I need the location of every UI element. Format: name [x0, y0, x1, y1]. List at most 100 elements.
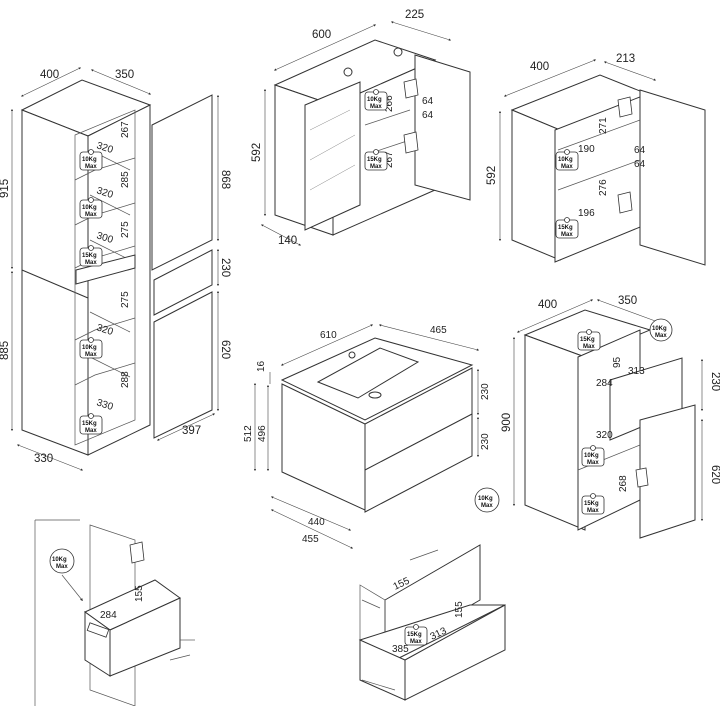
- svg-text:Max: Max: [85, 428, 97, 434]
- weight-icon: 15Kg Max: [79, 413, 103, 435]
- tall-shelf-height-2: 285: [120, 171, 131, 188]
- svg-text:Max: Max: [370, 164, 382, 170]
- mirror-door: [304, 81, 361, 231]
- svg-text:10Kg: 10Kg: [82, 345, 97, 351]
- tall-shelf-height-5: 288: [120, 371, 131, 388]
- detail-drawer-dim-1: 284: [100, 610, 117, 621]
- svg-text:10Kg: 10Kg: [82, 205, 97, 211]
- front-width-label: 397: [182, 425, 201, 437]
- weight-icon: 10Kg Max: [79, 149, 103, 171]
- svg-text:Max: Max: [587, 508, 599, 514]
- wall-gap-2: 64: [634, 159, 646, 170]
- side-door-height-label: 620: [709, 465, 720, 484]
- tall-shelf-height-3: 275: [120, 221, 131, 238]
- tall-base-depth-label: 330: [34, 453, 53, 465]
- vanity-height-total-label: 512: [243, 425, 254, 442]
- tall-shelf-depth-4: 320: [95, 322, 115, 338]
- svg-text:10Kg: 10Kg: [558, 157, 573, 163]
- svg-text:Max: Max: [85, 260, 97, 266]
- mirror-door-depth-label: 140: [278, 235, 297, 247]
- weight-icon: 10Kg Max: [555, 149, 579, 171]
- vanity-unit: 610 465 16 512 496 230 230 440 455 10Kg …: [243, 324, 500, 549]
- hinge-icon: [403, 78, 419, 99]
- weight-icon: 15Kg Max: [364, 149, 388, 171]
- weight-icon: 10Kg Max: [79, 337, 103, 359]
- hinge-icon: [617, 191, 633, 214]
- wall-shelf-height-2: 276: [598, 179, 609, 196]
- svg-text:15Kg: 15Kg: [367, 157, 382, 163]
- svg-text:15Kg: 15Kg: [82, 253, 97, 259]
- tall-front-panels: 868 230 620 397: [151, 94, 231, 441]
- detail-vanity-drawers: 155 155 313 385 15Kg Max: [358, 544, 506, 701]
- tall-shelf-depth-5: 330: [95, 397, 115, 413]
- svg-text:Max: Max: [655, 333, 667, 339]
- svg-text:Max: Max: [481, 503, 493, 509]
- tall-cabinet: 400 350 915 885 330 320 320 300 320 330 …: [0, 67, 152, 471]
- svg-text:15Kg: 15Kg: [584, 501, 599, 507]
- mirror-height-label: 592: [251, 143, 263, 162]
- side-cabinet: 400 350 900 230 620 284 313 95 320 268 1…: [501, 295, 720, 539]
- front-height-bottom-label: 620: [219, 340, 231, 359]
- tall-depth-label: 350: [115, 69, 134, 81]
- vanity-detail-dim-bottom-3: 385: [392, 644, 409, 655]
- detail-drawer-dim-2: 155: [134, 585, 145, 602]
- wall-height-label: 592: [486, 166, 498, 185]
- weight-icon: 15Kg Max: [79, 245, 103, 267]
- svg-text:Max: Max: [583, 344, 595, 350]
- weight-icon: 10Kg Max: [49, 548, 75, 574]
- weight-icon: 10Kg Max: [581, 445, 605, 467]
- side-drawer-height-label: 230: [709, 372, 720, 391]
- svg-text:Max: Max: [561, 164, 573, 170]
- svg-text:Max: Max: [85, 352, 97, 358]
- front-height-mid-label: 230: [219, 258, 231, 277]
- wall-shelf-depth-1: 190: [578, 144, 595, 155]
- svg-text:10Kg: 10Kg: [478, 496, 493, 502]
- side-drawer-inner-2: 313: [628, 366, 645, 377]
- svg-text:15Kg: 15Kg: [580, 337, 595, 343]
- wall-cabinet: 400 213 592 190 196 271 276 64 64 10Kg M…: [486, 53, 706, 266]
- wall-width-label: 400: [530, 61, 549, 73]
- front-height-top-label: 868: [219, 170, 231, 189]
- vanity-drawer-height-2: 230: [480, 433, 491, 450]
- weight-icon: 10Kg Max: [79, 197, 103, 219]
- svg-text:Max: Max: [370, 104, 382, 110]
- wall-depth-label: 213: [616, 53, 635, 65]
- vanity-base-width-1: 440: [308, 517, 325, 528]
- side-shelf-height: 268: [618, 475, 629, 492]
- side-shelf-depth: 320: [596, 430, 613, 441]
- vanity-drawer-height-1: 230: [480, 383, 491, 400]
- wall-shelf-depth-2: 196: [578, 208, 595, 219]
- svg-text:Max: Max: [56, 564, 68, 570]
- svg-text:15Kg: 15Kg: [407, 632, 422, 638]
- hinge-icon: [403, 131, 419, 154]
- vanity-height-body-label: 496: [257, 425, 268, 442]
- tall-shelf-height-4: 275: [120, 291, 131, 308]
- mirror-shelf-height-a: 266: [384, 95, 395, 112]
- weight-icon: 10Kg Max: [474, 487, 500, 513]
- mirror-shelf-height-b: 267: [384, 151, 395, 168]
- weight-icon: 10Kg Max: [649, 318, 673, 342]
- tall-shelf-depth-3: 300: [95, 230, 115, 246]
- vanity-top-thickness-label: 16: [256, 360, 267, 372]
- tall-width-label: 400: [40, 69, 59, 81]
- svg-text:Max: Max: [410, 639, 422, 645]
- svg-text:Max: Max: [85, 164, 97, 170]
- svg-text:10Kg: 10Kg: [82, 157, 97, 163]
- mirror-cabinet: 600 225 592 140 266 267 64 64 10Kg Max 1…: [251, 9, 471, 247]
- svg-text:Max: Max: [85, 212, 97, 218]
- side-drawer-inner-1: 284: [596, 378, 613, 389]
- mirror-width-label: 600: [312, 29, 331, 41]
- hinge-icon: [617, 96, 633, 118]
- vanity-base-width-2: 455: [302, 534, 319, 545]
- tall-cabinet-drawer: [75, 254, 136, 285]
- side-cabinet-door: [639, 404, 696, 539]
- weight-icon: 10Kg Max: [364, 89, 388, 111]
- svg-text:15Kg: 15Kg: [82, 421, 97, 427]
- side-depth-label: 350: [618, 295, 637, 307]
- hinge-icon: [129, 541, 145, 564]
- mirror-side-door: [414, 54, 471, 201]
- weight-icon: 15Kg Max: [555, 217, 579, 239]
- mirror-depth-label: 225: [405, 9, 424, 21]
- svg-text:Max: Max: [587, 460, 599, 466]
- vanity-width-label: 610: [320, 330, 337, 341]
